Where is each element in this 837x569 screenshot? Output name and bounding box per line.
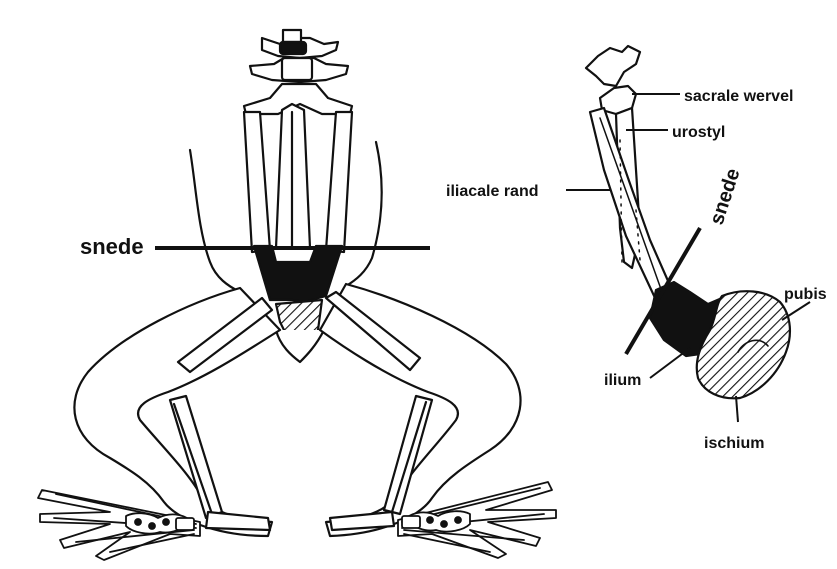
label-cut-side: snede [706,166,745,228]
label-ilium: ilium [604,372,641,389]
vertebra-upper [262,30,338,58]
label-sacrale-wervel: sacrale wervel [684,88,793,105]
hind-limb-left [74,288,280,536]
label-ischium: ischium [704,435,764,452]
sacral-vertebra-side [586,46,640,86]
vertebra-middle [250,58,348,82]
label-pubis: pubis [784,286,827,303]
label-urostyl: urostyl [672,124,725,141]
urostyle [276,104,310,248]
body-outline-right [346,142,382,286]
body-outline-left [190,150,240,292]
ilium-right [326,112,352,252]
label-cut-main: snede [80,234,144,259]
label-iliacale-rand: iliacale rand [446,183,539,200]
cut-section-black [254,246,342,302]
ilium-left [244,112,270,252]
frog-skeleton-dorsal [38,30,556,560]
